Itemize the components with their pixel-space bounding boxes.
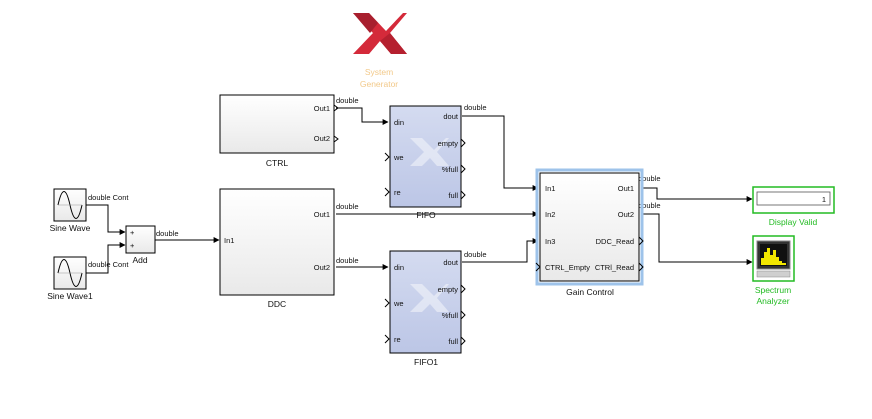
fifo1-pctfull-port: %full (442, 311, 459, 320)
gain-control-label: Gain Control (566, 287, 614, 297)
signal-label: double Cont (88, 260, 129, 269)
fifo-dout-port: dout (443, 112, 459, 121)
gain-out1-port: Out1 (618, 184, 634, 193)
fifo1-label: FIFO1 (414, 357, 438, 367)
signal-label: double (336, 96, 359, 105)
wires (86, 107, 753, 274)
signal-label: double (336, 256, 359, 265)
signal-label: double (464, 103, 487, 112)
fifo-block[interactable]: din we re dout empty %full full (384, 105, 466, 208)
spectrum-label-line1: Spectrum (755, 285, 791, 295)
ctrl-out2-port: Out2 (314, 134, 330, 143)
signal-label: double (638, 201, 661, 210)
spectrum-analyzer-block[interactable] (752, 235, 795, 282)
spectrum-scope-icon (756, 240, 791, 278)
wire-sine-add[interactable] (86, 204, 126, 235)
ddc-out2-port: Out2 (314, 263, 330, 272)
ddc-in1-port: In1 (224, 236, 234, 245)
gain-in1-port: In1 (545, 184, 555, 193)
sine-wave1-label: Sine Wave1 (47, 291, 93, 301)
logo-line2: Generator (360, 79, 398, 89)
gain-control-block[interactable]: In1 In2 In3 CTRL_Empty Out1 Out2 DDC_Rea… (535, 168, 644, 286)
fifo-empty-port: empty (438, 139, 459, 148)
wire-fifo1-gain[interactable] (462, 238, 539, 263)
gain-ctrl-read-port: CTRl_Read (595, 263, 634, 272)
fifo-din-port: din (394, 118, 404, 127)
gain-ctrl-empty-port: CTRL_Empty (545, 263, 590, 272)
fifo1-dout-port: dout (443, 258, 459, 267)
sine-wave-block[interactable] (53, 188, 87, 222)
wire-gain-spectrum[interactable] (643, 213, 753, 265)
fifo1-full-port: full (448, 337, 458, 346)
xilinx-logo-icon (353, 13, 407, 54)
fifo-label: FIFO (416, 210, 436, 220)
wire-fifo-gain[interactable] (462, 115, 539, 191)
xilinx-watermark-icon (410, 138, 449, 166)
signal-label: double Cont (88, 193, 129, 202)
add-block[interactable]: + + (125, 225, 156, 254)
fifo-full-port: full (448, 191, 458, 200)
ctrl-label: CTRL (266, 158, 288, 168)
wire-ctrl-fifo[interactable] (336, 107, 389, 125)
fifo-pctfull-port: %full (442, 165, 459, 174)
display-value: 1 (822, 195, 826, 204)
fifo1-block[interactable]: din we re dout empty %full full (384, 250, 466, 354)
sine-wave1-block[interactable] (53, 256, 87, 290)
signal-label: double (336, 202, 359, 211)
ddc-block[interactable]: In1 Out1 Out2 (219, 188, 335, 296)
sine-wave-label: Sine Wave (50, 223, 91, 233)
wire-gain-display[interactable] (643, 187, 753, 202)
fifo-re-port: re (394, 188, 401, 197)
spectrum-label-line2: Analyzer (756, 296, 789, 306)
signal-label: double (638, 174, 661, 183)
fifo1-empty-port: empty (438, 285, 459, 294)
fifo1-re-port: re (394, 335, 401, 344)
system-generator-logo[interactable]: System Generator (353, 13, 407, 89)
add-plus-sign: + (130, 241, 135, 250)
gain-ddc-read-port: DDC_Read (596, 237, 634, 246)
add-label: Add (132, 255, 147, 265)
ctrl-out1-port: Out1 (314, 104, 330, 113)
signal-label: double (464, 250, 487, 259)
gain-out2-port: Out2 (618, 210, 634, 219)
ddc-label: DDC (268, 299, 286, 309)
display-valid-label: Display Valid (769, 217, 818, 227)
signal-label: double (156, 229, 179, 238)
logo-line1: System (365, 67, 393, 77)
fifo1-din-port: din (394, 263, 404, 272)
fifo-we-port: we (393, 153, 404, 162)
wire-sine1-add[interactable] (86, 242, 126, 274)
add-plus-sign: + (130, 228, 135, 237)
display-valid-block[interactable]: 1 (752, 186, 835, 214)
xilinx-watermark-icon (410, 284, 449, 312)
ddc-out1-port: Out1 (314, 210, 330, 219)
gain-in2-port: In2 (545, 210, 555, 219)
fifo1-we-port: we (393, 299, 404, 308)
ctrl-block[interactable]: Out1 Out2 (219, 94, 339, 154)
gain-in3-port: In3 (545, 237, 555, 246)
